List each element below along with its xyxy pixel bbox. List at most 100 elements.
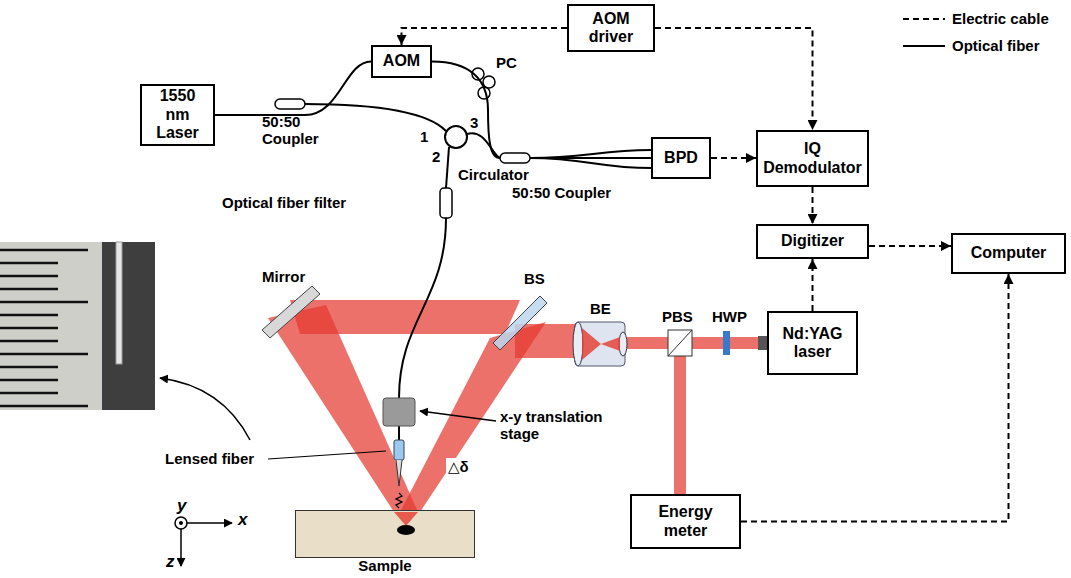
circulator — [445, 126, 467, 148]
optical-fiber — [530, 158, 651, 168]
component-label: Circulator — [458, 166, 529, 183]
node-label: Digitizer — [781, 232, 844, 250]
optical-fiber — [446, 147, 449, 188]
electric-cable — [812, 259, 814, 311]
component-label: 50:50 Coupler — [512, 184, 611, 201]
lens — [619, 332, 627, 356]
digitizer-box: Digitizer — [756, 224, 869, 259]
fiber-tip — [396, 460, 402, 486]
aom-box: AOM — [371, 45, 432, 78]
energy-meter-box: Energy meter — [630, 494, 741, 549]
component-label: x-y translation stage — [500, 408, 632, 443]
component-label: Lensed fiber — [165, 450, 254, 467]
optical-fiber — [215, 62, 371, 116]
node-label: BPD — [664, 149, 698, 167]
beam-splitter — [493, 296, 547, 350]
pbs-diagonal — [668, 330, 692, 356]
pc-loop — [483, 76, 495, 88]
ruler-face — [0, 242, 102, 410]
fiber-coupler — [500, 153, 530, 163]
inset-arrow — [160, 378, 250, 440]
component-label: BE — [590, 300, 611, 317]
electric-cable — [741, 274, 1009, 522]
component-label: PBS — [662, 308, 693, 325]
fiber-coupler — [275, 99, 305, 109]
aom-driver-box: AOM driver — [567, 4, 655, 52]
photo-fiber — [116, 242, 122, 364]
fiber-filter — [440, 188, 452, 218]
axis-label: y — [177, 496, 186, 516]
pc-loop — [478, 87, 490, 99]
component-label: Mirror — [262, 268, 305, 285]
electric-cable — [869, 245, 951, 247]
mirror-plate — [262, 286, 320, 338]
node-label: Computer — [971, 244, 1047, 262]
optical-fiber — [399, 218, 446, 398]
node-label: 1550 nm Laser — [147, 87, 208, 142]
axis-x — [187, 522, 232, 524]
component-label: BS — [524, 270, 545, 287]
electric-cable — [711, 157, 756, 159]
component-label: Optical fiber filter — [222, 194, 346, 211]
node-label: Nd:YAG laser — [774, 325, 851, 362]
legend-text: Electric cable — [952, 10, 1049, 27]
pbs-cube — [668, 330, 692, 356]
leader-line — [268, 451, 386, 459]
beam-narrow — [627, 337, 668, 349]
sample-block: Sample — [295, 510, 475, 558]
node-label: Sample — [296, 558, 474, 574]
legend-line-solid — [903, 45, 945, 47]
node-label: IQ Demodulator — [763, 140, 862, 177]
sample-body — [295, 510, 475, 558]
axis-label: z — [166, 552, 175, 572]
optical-fiber — [398, 426, 400, 440]
electric-cable — [812, 187, 814, 224]
beam-to-meter — [674, 356, 686, 494]
laser-box: 1550 nm Laser — [140, 84, 215, 146]
absorber — [397, 525, 415, 535]
acoustic-wave — [396, 493, 402, 508]
lensed-fiber — [394, 440, 404, 460]
port-number: 3 — [470, 114, 478, 131]
leader-arrow — [420, 411, 496, 421]
port-number: 1 — [420, 128, 428, 145]
nd-yag-laser-box: Nd:YAG laser — [767, 311, 858, 375]
beam-focus — [582, 328, 601, 360]
axis-z — [180, 529, 182, 566]
gap-label: △δ — [446, 458, 471, 475]
beam-expanded — [515, 324, 575, 358]
beam-expander — [575, 322, 625, 366]
component-label: PC — [496, 54, 517, 71]
beam-in-sample — [394, 512, 418, 526]
computer-box: Computer — [951, 233, 1066, 274]
optical-fiber — [467, 133, 500, 158]
lens — [573, 322, 583, 366]
iq-demodulator-box: IQ Demodulator — [756, 130, 869, 187]
beam-focus — [601, 337, 620, 351]
ruler-ticks — [0, 250, 88, 406]
electric-cable — [402, 28, 568, 45]
axis-y-dot — [179, 521, 183, 525]
translation-stage — [383, 398, 415, 426]
optical-fiber — [432, 62, 651, 159]
port-number: 2 — [432, 148, 440, 165]
node-label: AOM driver — [574, 10, 648, 47]
optical-fiber — [530, 150, 651, 158]
pc-loop — [472, 68, 484, 80]
axis-y — [175, 517, 187, 529]
component-label: HWP — [712, 308, 747, 325]
half-wave-plate — [723, 331, 730, 355]
component-label: 50:50 Coupler — [262, 113, 318, 148]
node-label: AOM — [383, 52, 420, 70]
inset-photo — [0, 242, 155, 410]
bpd-box: BPD — [651, 137, 711, 179]
beam-left-arm — [268, 305, 418, 512]
electric-cable — [655, 28, 813, 130]
axis-label: x — [238, 510, 247, 530]
laser-aperture — [758, 336, 767, 350]
legend-text: Optical fiber — [952, 37, 1040, 54]
fibers — [305, 104, 651, 440]
polarization-controller — [472, 68, 495, 99]
node-label: Energy meter — [637, 503, 734, 540]
